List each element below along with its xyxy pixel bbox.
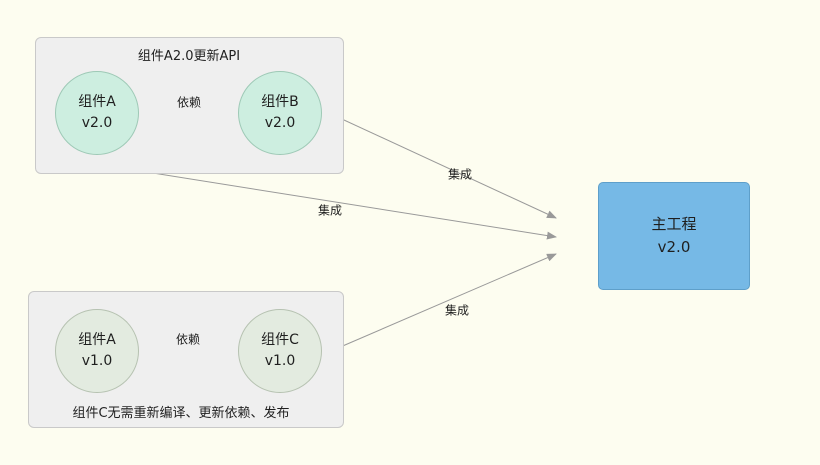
- integration-arrow-a: [95, 163, 557, 240]
- main-project-box: 主工程 v2.0: [598, 182, 750, 290]
- integration-arrow-b: [330, 113, 557, 219]
- dependency-label-bottom: 依赖: [175, 332, 201, 347]
- node-name: 组件A: [78, 332, 116, 348]
- node-component-a-v2: 组件A v2.0: [55, 71, 139, 155]
- node-name: 组件A: [78, 94, 116, 110]
- main-project-version: v2.0: [657, 238, 691, 256]
- node-version: v1.0: [81, 353, 113, 369]
- integration-label-c: 集成: [444, 303, 470, 318]
- node-component-a-v1: 组件A v1.0: [55, 309, 139, 393]
- dependency-label-top: 依赖: [176, 95, 202, 110]
- integration-arrow-c: [337, 253, 557, 349]
- node-version: v2.0: [81, 115, 113, 131]
- node-name: 组件B: [261, 94, 299, 110]
- node-component-c-v1: 组件C v1.0: [238, 309, 322, 393]
- integration-label-b: 集成: [447, 167, 473, 182]
- group-top-caption: 组件A2.0更新API: [137, 49, 241, 64]
- group-bottom-caption: 组件C无需重新编译、更新依赖、发布: [72, 406, 290, 421]
- node-version: v2.0: [264, 115, 296, 131]
- node-name: 组件C: [261, 332, 299, 348]
- main-project-name: 主工程: [651, 215, 697, 233]
- node-version: v1.0: [264, 353, 296, 369]
- node-component-b-v2: 组件B v2.0: [238, 71, 322, 155]
- integration-label-a: 集成: [317, 203, 343, 218]
